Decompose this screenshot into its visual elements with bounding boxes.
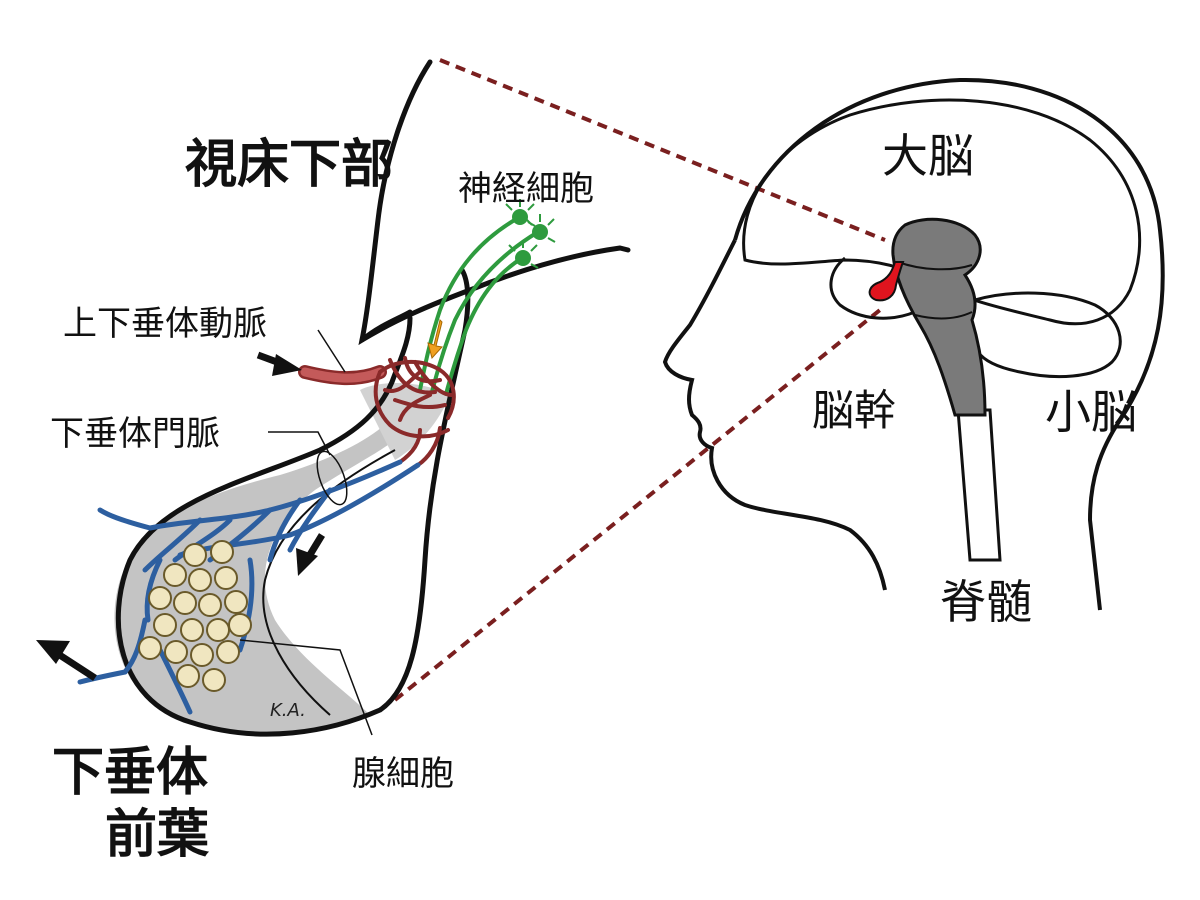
neuron-axon-2 (430, 230, 540, 394)
neuron-body-2 (532, 224, 548, 240)
secretion-flow-arrow (427, 319, 443, 360)
label-superior-hypophyseal-artery: 上下垂体動脈 (63, 304, 267, 344)
outflow-arrow (53, 649, 97, 681)
neuron-dendrites (505, 199, 556, 269)
pituitary-gland (868, 261, 905, 302)
glandular-leader (239, 639, 373, 736)
cerebrum-outline (742, 98, 1142, 326)
label-cerebellum: 小脳 (1045, 385, 1137, 439)
hypothalamus-notch (359, 309, 413, 343)
artery-leader (317, 329, 346, 373)
label-anterior-pituitary-line2: 前葉 (105, 805, 210, 865)
neuron-axon-3 (444, 256, 524, 396)
label-brainstem: 脳幹 (812, 386, 896, 435)
label-glandular-cells: 腺細胞 (352, 754, 454, 794)
label-spinal-cord: 脊髄 (940, 575, 1032, 629)
portal-vein-ring (316, 450, 348, 506)
glandular-cells (138, 540, 252, 692)
neuron-body-1 (512, 209, 528, 225)
pituitary-closeup: K.A. (36, 59, 631, 737)
spinal-cord (956, 408, 1002, 562)
head-outline (733, 77, 1165, 611)
brainstem-core (891, 217, 987, 417)
cerebellum-outline (974, 291, 1122, 379)
label-anterior-pituitary-line1: 下垂体 (52, 743, 208, 803)
label-neurons: 神経細胞 (458, 169, 594, 209)
label-hypothalamus: 視床下部 (185, 135, 393, 195)
labels: 視床下部 神経細胞 上下垂体動脈 下垂体門脈 下垂体 前葉 腺細胞 大脳 脳幹 … (50, 129, 1137, 865)
zoom-line-bottom (393, 308, 882, 702)
primary-capillary-plexus (373, 356, 456, 467)
neuron-cell-bodies (512, 209, 548, 266)
leader-lines (239, 329, 373, 736)
label-cerebrum: 大脳 (882, 129, 974, 183)
zoom-line-top (439, 58, 886, 242)
head-profile (662, 77, 1165, 611)
portal-leader (268, 431, 331, 456)
pituitary-outer-outline (115, 267, 471, 737)
label-hypophyseal-portal-vein: 下垂体門脈 (50, 414, 220, 454)
zoom-connector-lines (393, 58, 886, 702)
temporal-lobe-outline (829, 256, 916, 320)
artist-signature: K.A. (270, 700, 306, 721)
neuron-body-3 (515, 250, 531, 266)
anterior-posterior-divider (262, 449, 396, 716)
face-outline (662, 239, 887, 591)
